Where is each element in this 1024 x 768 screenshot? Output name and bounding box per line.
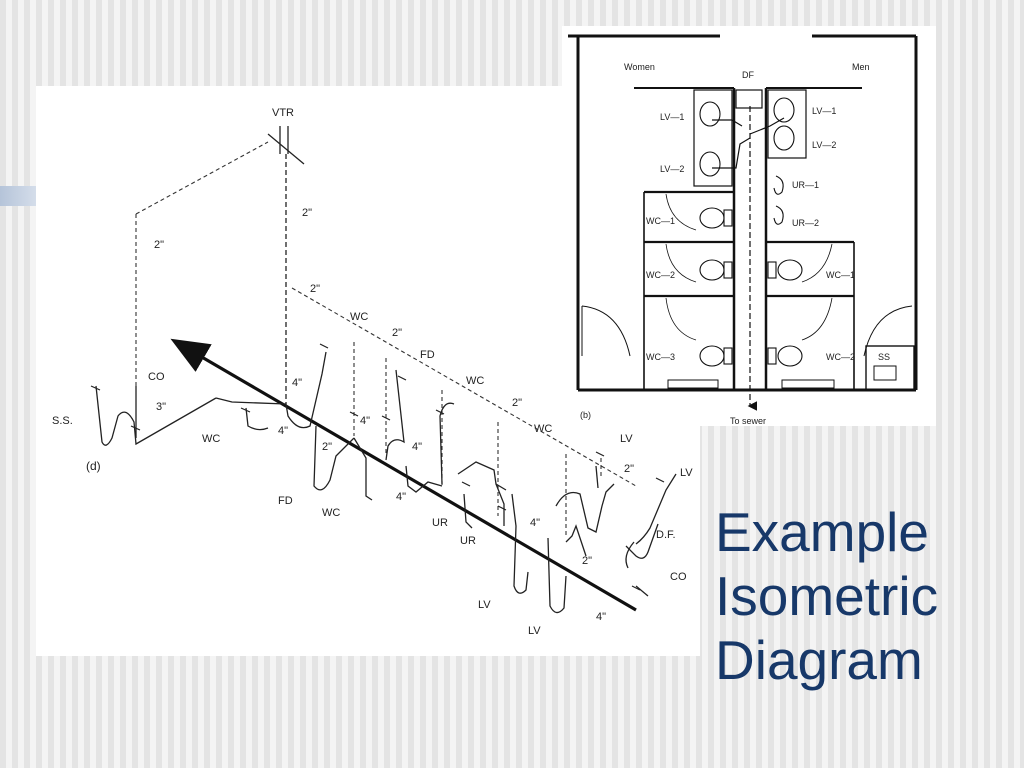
label-vtr: VTR: [272, 107, 294, 119]
label-fd-top: FD: [420, 349, 435, 361]
label-lv-top: LV: [620, 433, 633, 445]
floor-plan-panel: Women Men DF LV—1 LV—2 LV—1 LV—2 UR—1 UR…: [562, 26, 936, 426]
plan-label-ss: SS: [878, 352, 890, 362]
plan-label-wc1-left: WC—1: [646, 216, 675, 226]
label-wc-5: WC: [534, 423, 552, 435]
label-ur-2: UR: [460, 535, 476, 547]
plan-label-ur1: UR—1: [792, 180, 819, 190]
label-2in-d: 2": [392, 327, 402, 339]
plan-label-wc1-right: WC—1: [826, 270, 855, 280]
fixture-branch-pipes: [285, 351, 677, 614]
label-2in-h: 2": [582, 555, 592, 567]
isometric-diagram: VTR 2" 2" 2" 2" 2" 2" 2" 2" 4" 4" 4" 4" …: [52, 107, 693, 637]
label-wc-3: WC: [322, 507, 340, 519]
label-2in-f: 2": [322, 441, 332, 453]
label-4in-f: 4": [530, 517, 540, 529]
slide-title-line-2: Isometric: [715, 565, 939, 627]
label-2in-c: 2": [310, 283, 320, 295]
slide-title-line-3: Diagram: [715, 629, 923, 691]
label-2in-g: 2": [624, 463, 634, 475]
label-2in-a: 2": [154, 239, 164, 251]
label-lv-bottom-2: LV: [528, 625, 541, 637]
plan-label-df: DF: [742, 70, 754, 80]
plan-label-women: Women: [624, 62, 655, 72]
plan-fixtures: [699, 97, 803, 367]
building-drain-line: [170, 338, 637, 612]
label-ss: S.S.: [52, 415, 73, 427]
plan-label-sewer: To sewer: [730, 416, 766, 426]
label-4in-a: 4": [292, 377, 302, 389]
plan-chase-pipe: [712, 106, 785, 411]
plan-label-wc2-right: WC—2: [826, 352, 855, 362]
plan-label-lv2-right: LV—2: [812, 140, 836, 150]
plan-label-ur2: UR—2: [792, 218, 819, 228]
plan-label-men: Men: [852, 62, 870, 72]
label-4in-d: 4": [412, 441, 422, 453]
label-df: D.F.: [656, 529, 676, 541]
drinking-fountain: [735, 89, 763, 109]
label-lv-bottom-1: LV: [478, 599, 491, 611]
label-4in-b: 4": [278, 425, 288, 437]
left-branch-pipes: [95, 385, 287, 446]
label-3in: 3": [156, 401, 166, 413]
plan-walls: [568, 34, 918, 392]
label-4in-e: 4": [396, 491, 406, 503]
vent-stack: [267, 126, 305, 404]
plan-label-view-b: (b): [580, 410, 591, 420]
plan-label-wc3-left: WC—3: [646, 352, 675, 362]
floor-plan-diagram: Women Men DF LV—1 LV—2 LV—1 LV—2 UR—1 UR…: [568, 34, 918, 426]
slide-title-line-1: Example: [715, 501, 929, 563]
plan-label-wc2-left: WC—2: [646, 270, 675, 280]
label-wc-4: WC: [466, 375, 484, 387]
plan-label-lv2-left: LV—2: [660, 164, 684, 174]
label-2in-e: 2": [512, 397, 522, 409]
fixture-ticks: [90, 343, 665, 591]
label-fd-left: FD: [278, 495, 293, 507]
slide-title: Example Isometric Diagram: [715, 500, 1015, 692]
vent-network: [135, 141, 637, 536]
accent-bar: [0, 186, 40, 206]
plan-label-lv1-right: LV—1: [812, 106, 836, 116]
label-wc-2: WC: [350, 311, 368, 323]
label-lv-right: LV: [680, 467, 693, 479]
label-co-right: CO: [670, 571, 687, 583]
label-4in-g: 4": [596, 611, 606, 623]
label-view-d: (d): [86, 459, 101, 473]
label-wc-1: WC: [202, 433, 220, 445]
label-ur-1: UR: [432, 517, 448, 529]
label-co-left: CO: [148, 371, 165, 383]
plan-label-lv1-left: LV—1: [660, 112, 684, 122]
label-2in-b: 2": [302, 207, 312, 219]
label-4in-c: 4": [360, 415, 370, 427]
